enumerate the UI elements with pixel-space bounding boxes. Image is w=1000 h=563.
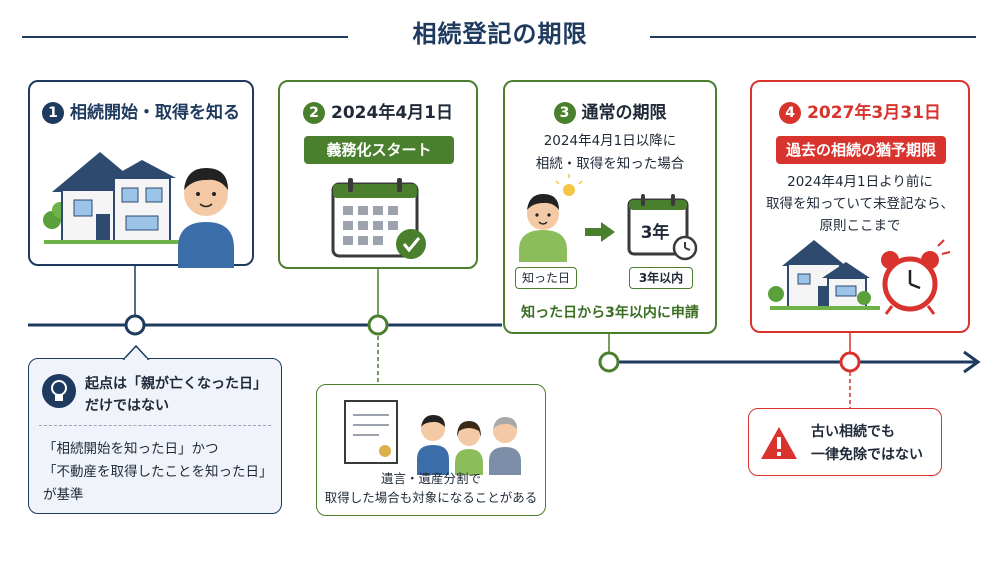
step-title-1: 相続開始・取得を知る	[70, 103, 240, 123]
origin-lead-2: だけではない	[85, 398, 169, 414]
arrow-right-icon	[585, 222, 615, 242]
timeline-node-3	[598, 351, 620, 373]
page-title: 相続登記の期限	[412, 20, 588, 48]
alarm-clock-icon	[881, 239, 951, 315]
step-title-4: 2027年3月31日	[807, 103, 941, 123]
timeline-node-1	[124, 314, 146, 336]
step-card-2: 2 2024年4月1日 義務化スタート	[278, 80, 478, 269]
timeline-node-2	[367, 314, 389, 336]
warning-line-2: 一律免除ではない	[811, 447, 923, 463]
title-rule-right	[650, 36, 976, 38]
step-number-4: 4	[779, 102, 802, 124]
within-3-years-tag: 3年以内	[629, 267, 693, 289]
step-number-1: 1	[42, 102, 64, 124]
mandatory-start-badge: 義務化スタート	[304, 136, 454, 164]
will-note-line-2: 取得した場合も対象になることがある	[324, 490, 538, 505]
grace-period-badge: 過去の相続の猶予期限	[776, 136, 946, 164]
warning-icon	[761, 427, 797, 459]
step-4-desc-3: 原則ここまで	[819, 218, 901, 234]
timeline-node-4	[839, 351, 861, 373]
origin-body-2: 「不動産を取得したことを知った日」	[43, 464, 273, 480]
origin-lead-1: 起点は「親が亡くなった日」	[85, 376, 267, 392]
lightbulb-icon	[42, 374, 76, 408]
calendar-label: 3年	[640, 223, 670, 243]
origin-body-3: が基準	[43, 487, 84, 503]
step-card-1: 1 相続開始・取得を知る	[28, 80, 254, 268]
origin-divider	[39, 425, 271, 426]
step-3-desc-2: 相続・取得を知った場合	[535, 156, 685, 172]
step-title-2: 2024年4月1日	[331, 103, 453, 123]
origin-note: 起点は「親が亡くなった日」 だけではない 「相続開始を知った日」かつ 「不動産を…	[28, 358, 282, 514]
title-rule-left	[22, 36, 348, 38]
person-calendar-illustration	[519, 174, 698, 262]
step-4-desc-2: 取得を知っていて未登記なら、	[766, 196, 954, 212]
step-4-desc-1: 2024年4月1日より前に	[787, 174, 933, 190]
step-3-desc-1: 2024年4月1日以降に	[543, 133, 677, 149]
calendar-check-icon	[331, 178, 426, 259]
warning-line-1: 古い相続でも	[811, 424, 895, 440]
warning-note: 古い相続でも 一律免除ではない	[748, 408, 942, 476]
certificate-family-illustration	[344, 400, 521, 475]
certificate-icon	[344, 400, 398, 464]
step-3-footer: 知った日から3年以内に申請	[521, 305, 699, 321]
house-person-illustration	[43, 152, 234, 268]
lightbulb-icon	[555, 174, 583, 196]
origin-body-1: 「相続開始を知った日」かつ	[43, 441, 219, 457]
family-icon	[417, 415, 521, 475]
known-date-tag: 知った日	[515, 267, 577, 289]
origin-note-pointer	[122, 344, 150, 361]
step-title-3: 通常の期限	[581, 103, 667, 123]
house-alarm-illustration	[768, 239, 951, 315]
step-number-2: 2	[303, 102, 325, 124]
will-note-line-1: 遺言・遺産分割で	[380, 471, 481, 486]
will-note: 遺言・遺産分割で 取得した場合も対象になることがある	[316, 384, 546, 516]
step-number-3: 3	[553, 102, 576, 124]
